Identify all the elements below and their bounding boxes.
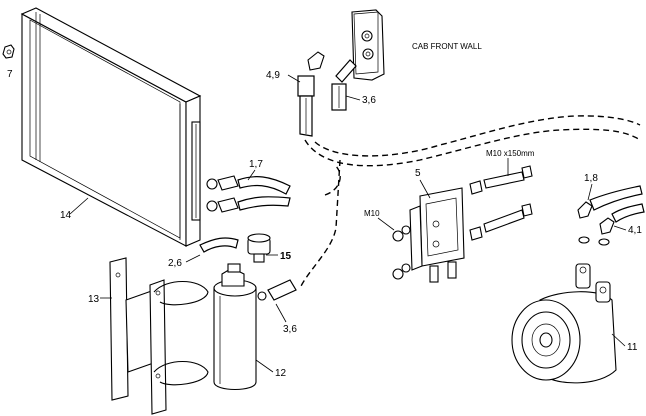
hose-routing-dashed	[299, 115, 641, 289]
label-12: 12	[275, 368, 287, 379]
label-5: 5	[415, 168, 421, 179]
label-11: 11	[627, 342, 638, 353]
label-7: 7	[7, 69, 13, 80]
nut-caption: M10	[364, 209, 380, 218]
part-11-compressor	[511, 263, 617, 384]
bolts-m10x150	[469, 165, 533, 241]
label-4-1: 4,1	[628, 225, 642, 236]
part-12-receiver-dryer	[213, 263, 257, 391]
part-15-pressure-switch	[247, 233, 271, 263]
label-1-7: 1,7	[249, 159, 263, 170]
condenser-fittings	[199, 175, 291, 253]
label-3-6-bottom: 3,6	[283, 324, 297, 335]
part-3-6-hose-bottom	[257, 279, 297, 301]
label-14: 14	[60, 210, 72, 221]
label-2-6: 2,6	[168, 258, 182, 269]
part-4-9-hose	[297, 51, 357, 137]
label-1-8: 1,8	[584, 173, 598, 184]
bolt-caption: M10 x150mm	[486, 149, 535, 158]
label-3-6-top: 3,6	[362, 95, 376, 106]
compressor-hose-fittings	[577, 185, 645, 246]
part-7-clip	[2, 44, 15, 59]
part-13-dryer-bracket	[109, 257, 209, 415]
part-5-compressor-bracket	[409, 187, 465, 283]
nuts-m10	[392, 225, 411, 280]
label-13: 13	[88, 294, 100, 305]
label-4-9: 4,9	[266, 70, 280, 81]
label-15: 15	[280, 251, 292, 262]
part-14-condenser	[20, 7, 202, 247]
cab-front-wall-bracket	[351, 9, 385, 81]
cab-front-wall-caption: CAB FRONT WALL	[412, 42, 482, 51]
